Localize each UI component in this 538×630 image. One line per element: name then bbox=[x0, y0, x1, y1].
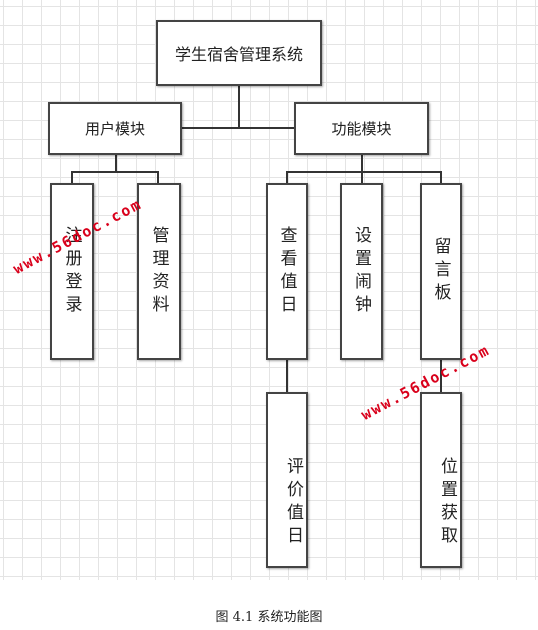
user-module-box: 用户模块 bbox=[48, 102, 182, 155]
manage-profile-box: 管理资料 bbox=[137, 183, 181, 360]
connector-function-bar bbox=[286, 171, 442, 173]
rate-duty-box: 评价值日 bbox=[266, 392, 308, 568]
root-node-label: 学生宿舍管理系统 bbox=[174, 45, 303, 64]
connector-view-to-rate bbox=[286, 359, 288, 393]
root-node-box: 学生宿舍管理系统 bbox=[156, 20, 322, 86]
connector-user-left bbox=[71, 171, 73, 184]
connector-function-mid bbox=[361, 171, 363, 184]
connector-modules-bar bbox=[182, 127, 295, 129]
register-login-box: 注册登录 bbox=[50, 183, 94, 360]
connector-function-left bbox=[286, 171, 288, 184]
connector-user-right bbox=[157, 171, 159, 184]
message-board-box: 留言板 bbox=[420, 183, 462, 360]
function-module-label: 功能模块 bbox=[331, 120, 392, 138]
connector-user-bar bbox=[71, 171, 159, 173]
connector-function-right bbox=[440, 171, 442, 184]
connector-function-down bbox=[361, 155, 363, 172]
set-alarm-box: 设置闹钟 bbox=[340, 183, 383, 360]
rate-duty-label: 评价值日 bbox=[283, 457, 303, 549]
view-duty-box: 查看值日 bbox=[266, 183, 308, 360]
manage-profile-label: 管理资料 bbox=[148, 225, 169, 318]
figure-caption: 图 4.1 系统功能图 bbox=[215, 610, 323, 625]
view-duty-label: 查看值日 bbox=[276, 225, 297, 318]
get-location-label: 位置获取 bbox=[437, 457, 457, 549]
message-board-label: 留言板 bbox=[430, 237, 451, 306]
connector-root-down bbox=[238, 86, 240, 128]
diagram-canvas: 学生宿舍管理系统 用户模块 功能模块 注册登录 管理资料 查看值日 设置闹钟 留… bbox=[0, 0, 538, 580]
register-login-label: 注册登录 bbox=[61, 225, 82, 318]
function-module-box: 功能模块 bbox=[294, 102, 429, 155]
get-location-box: 位置获取 bbox=[420, 392, 462, 568]
user-module-label: 用户模块 bbox=[84, 120, 145, 138]
connector-board-to-location bbox=[440, 359, 442, 393]
connector-user-down bbox=[115, 155, 117, 172]
set-alarm-label: 设置闹钟 bbox=[351, 225, 371, 318]
